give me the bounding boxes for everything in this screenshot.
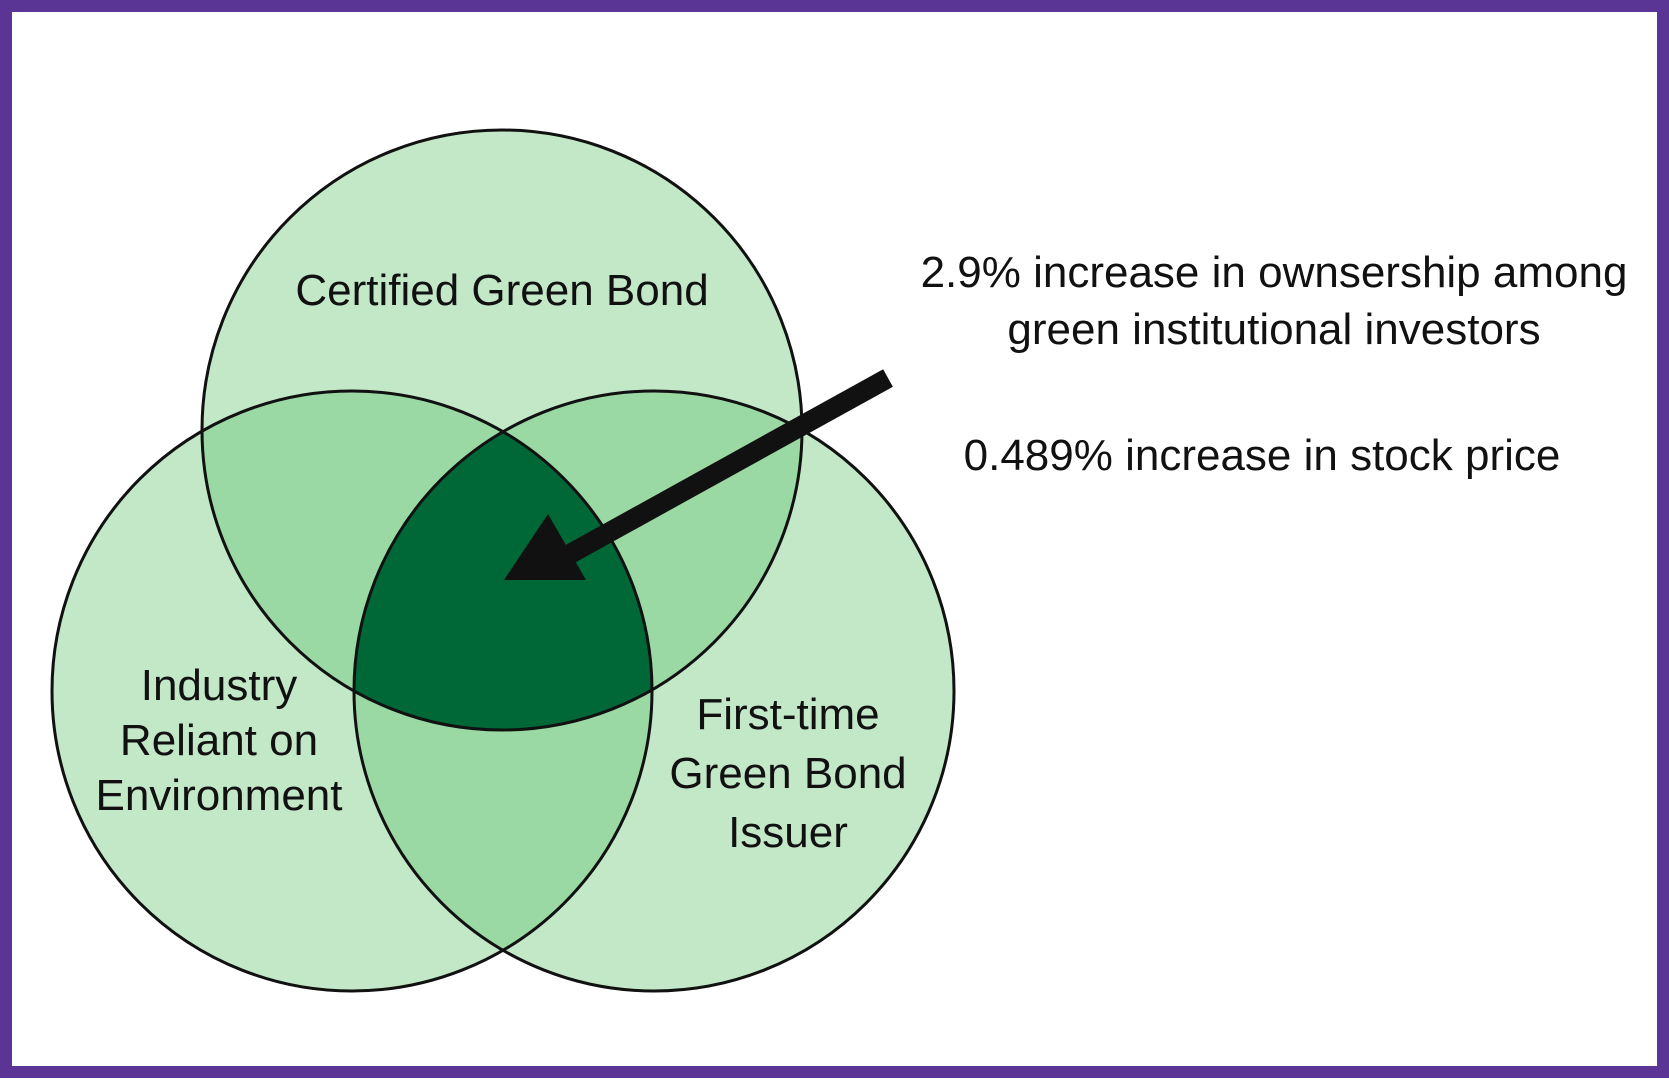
outline-right [352, 389, 956, 993]
annotation-stock-price: 0.489% increase in stock price [964, 431, 1561, 480]
annotation-ownership-line-2: green institutional investors [1007, 305, 1540, 354]
label-certified-green-bond: Certified Green Bond [295, 266, 708, 315]
label-first-time-line-2: Green Bond [669, 749, 906, 798]
overlap-all-three [354, 391, 652, 730]
label-industry-line-1: Industry [141, 661, 298, 710]
arrow-pointing-to-center-icon [504, 369, 893, 580]
venn-diagram: Certified Green Bond Industry Reliant on… [50, 128, 1628, 993]
label-industry-line-3: Environment [95, 771, 342, 820]
label-industry-line-2: Reliant on [120, 716, 318, 765]
label-first-time-line-3: Issuer [728, 808, 848, 857]
annotation-ownership-line-1: 2.9% increase in ownsership among [921, 248, 1628, 297]
outline-left [50, 389, 654, 993]
label-first-time-line-1: First-time [696, 690, 879, 739]
